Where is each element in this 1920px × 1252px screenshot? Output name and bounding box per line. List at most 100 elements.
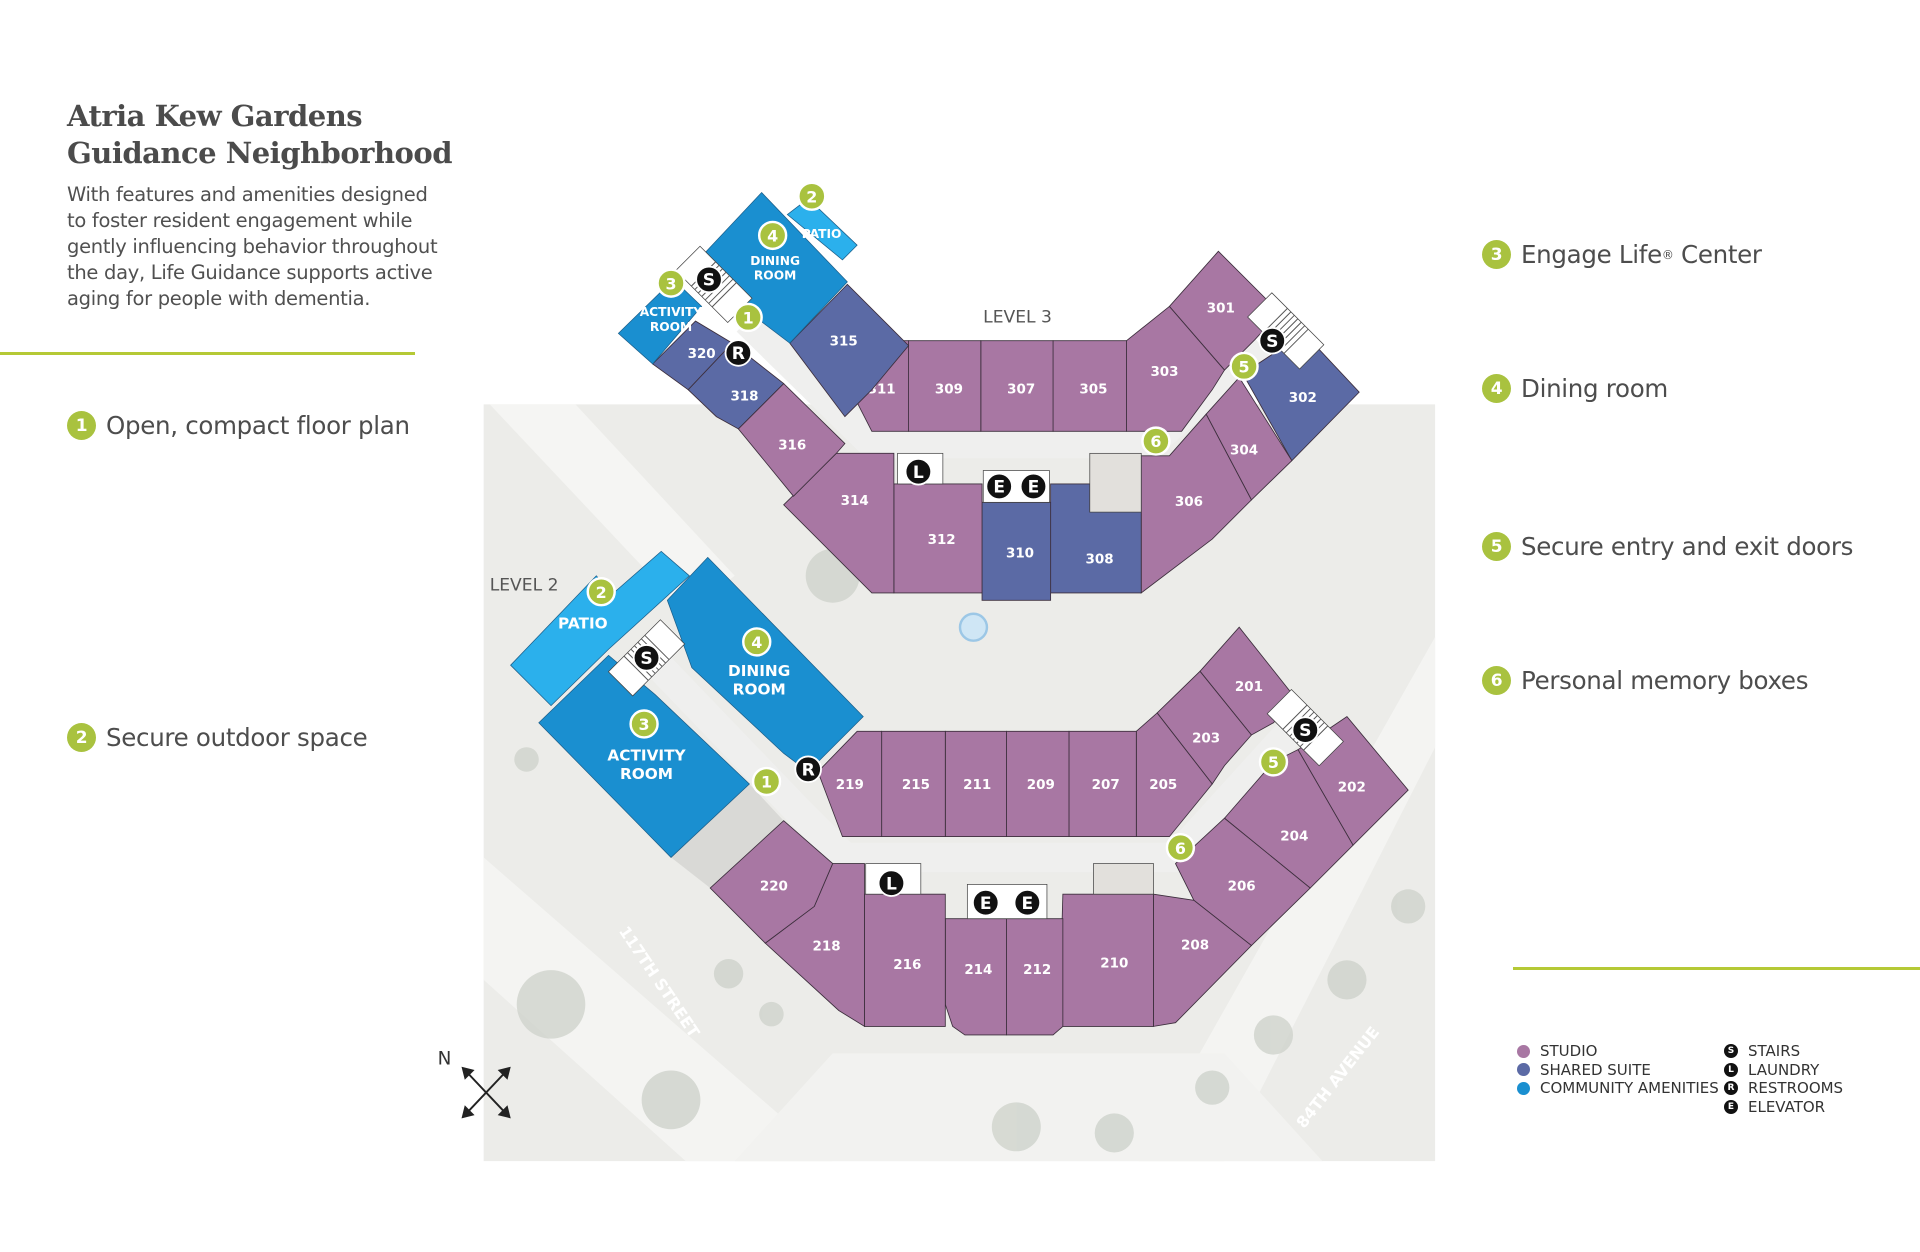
elevator-icon: E xyxy=(971,888,1000,917)
room-number-label: 211 xyxy=(963,778,991,793)
room-number-label: 310 xyxy=(1006,546,1034,561)
amenity-label: ROOM xyxy=(733,681,786,699)
svg-text:6: 6 xyxy=(1175,839,1186,858)
stairs-icon: S xyxy=(695,265,723,294)
feature-marker-1[interactable]: 1 xyxy=(733,302,763,333)
feature-marker-5[interactable]: 5 xyxy=(1258,747,1289,777)
room-number-label: 216 xyxy=(893,958,921,973)
amenity-label: ROOM xyxy=(620,765,673,783)
feature-marker-4[interactable]: 4 xyxy=(742,627,772,657)
room-number-label: 312 xyxy=(928,533,956,548)
amenity-label: DINING xyxy=(728,662,790,680)
feature-marker-3[interactable]: 3 xyxy=(656,268,686,298)
feature-marker-6[interactable]: 6 xyxy=(1165,832,1196,863)
legend-label: SHARED SUITE xyxy=(1540,1060,1651,1079)
room-number-label: 303 xyxy=(1150,365,1178,380)
room-number-label: 318 xyxy=(730,390,758,405)
legend-label: LAUNDRY xyxy=(1748,1060,1820,1079)
svg-text:5: 5 xyxy=(1268,753,1279,772)
room-number-label: 210 xyxy=(1100,957,1128,972)
description: With features and amenities designed to … xyxy=(67,183,438,310)
svg-text:E: E xyxy=(993,478,1005,498)
room-220[interactable] xyxy=(709,820,834,944)
svg-text:S: S xyxy=(1299,721,1311,741)
room-number-label: 305 xyxy=(1079,382,1107,397)
room-number-label: 215 xyxy=(902,778,930,793)
title-line-1: Atria Kew Gardens xyxy=(67,99,363,133)
svg-text:5: 5 xyxy=(1239,358,1250,377)
elevator-icon: E xyxy=(1013,888,1042,917)
stairs-icon: S xyxy=(632,644,661,672)
compass: N xyxy=(438,1048,511,1119)
svg-text:2: 2 xyxy=(596,583,607,602)
feature-marker-1[interactable]: 1 xyxy=(751,766,782,797)
amenity-label: ROOM xyxy=(650,320,692,334)
feature-label: Engage Life xyxy=(1521,240,1662,269)
l2-activity-room[interactable] xyxy=(538,654,750,858)
elevator-icon: E xyxy=(985,472,1013,501)
legend-label: ELEVATOR xyxy=(1748,1097,1826,1116)
svg-text:R: R xyxy=(732,344,745,364)
room-number-label: 214 xyxy=(964,963,992,978)
shared-suite-swatch-icon xyxy=(1517,1063,1530,1077)
svg-text:R: R xyxy=(802,760,815,780)
feature-4: 4 Dining room xyxy=(1482,374,1668,403)
feature-number-badge: 6 xyxy=(1482,666,1511,695)
feature-label: Secure outdoor space xyxy=(106,723,368,752)
feature-6: 6 Personal memory boxes xyxy=(1482,666,1808,695)
legend-shared-suite: SHARED SUITE xyxy=(1517,1061,1719,1080)
feature-number-badge: 1 xyxy=(67,411,96,440)
community-swatch-icon xyxy=(1517,1081,1530,1095)
feature-marker-4[interactable]: 4 xyxy=(757,220,788,251)
compass-arrows-icon xyxy=(461,1066,511,1119)
legend-label: COMMUNITY AMENITIES xyxy=(1540,1079,1719,1097)
room-number-label: 218 xyxy=(812,939,840,954)
service-box xyxy=(1089,452,1142,513)
feature-marker-5[interactable]: 5 xyxy=(1229,351,1259,382)
svg-text:3: 3 xyxy=(639,715,650,734)
page-title: Atria Kew Gardens Guidance Neighborhood xyxy=(67,98,453,172)
feature-marker-3[interactable]: 3 xyxy=(629,709,659,739)
room-number-label: 302 xyxy=(1289,391,1317,406)
stairs-icon: S xyxy=(1291,716,1320,744)
amenity-label: DINING xyxy=(750,254,800,268)
legend-community: COMMUNITY AMENITIES xyxy=(1517,1079,1719,1098)
feature-5: 5 Secure entry and exit doors xyxy=(1482,532,1853,561)
feature-label: Open, compact floor plan xyxy=(106,411,410,440)
legend-studio: STUDIO xyxy=(1517,1042,1719,1061)
feature-number-badge: 4 xyxy=(1482,374,1511,403)
feature-marker-2[interactable]: 2 xyxy=(586,577,616,607)
svg-text:1: 1 xyxy=(743,309,754,328)
feature-marker-2[interactable]: 2 xyxy=(797,181,827,211)
room-number-label: 219 xyxy=(836,778,864,793)
divider-left xyxy=(0,352,415,355)
room-number-label: 309 xyxy=(935,382,963,397)
level-2-label: LEVEL 2 xyxy=(490,575,559,595)
room-number-label: 320 xyxy=(688,347,716,362)
legend-room-types: STUDIO SHARED SUITE COMMUNITY AMENITIES xyxy=(1517,1042,1719,1098)
room-number-label: 316 xyxy=(778,439,806,454)
room-219[interactable] xyxy=(817,730,883,838)
legend-label: RESTROOMS xyxy=(1748,1079,1844,1097)
feature-label: Dining room xyxy=(1521,374,1668,403)
room-number-label: 315 xyxy=(830,335,858,350)
svg-text:E: E xyxy=(980,894,992,914)
svg-text:4: 4 xyxy=(751,633,762,652)
room-315[interactable] xyxy=(789,283,910,418)
room-number-label: 220 xyxy=(760,879,788,894)
feature-number-badge: 3 xyxy=(1482,240,1511,269)
amenity-label: ACTIVITY xyxy=(607,747,686,765)
l3-activity-room[interactable] xyxy=(617,278,703,365)
restrooms-icon: R xyxy=(1724,1081,1738,1096)
compass-north-label: N xyxy=(438,1048,452,1069)
feature-marker-6[interactable]: 6 xyxy=(1141,426,1171,456)
room-206[interactable] xyxy=(1174,817,1311,947)
legend-label: STAIRS xyxy=(1748,1042,1801,1060)
room-number-label: 301 xyxy=(1207,302,1235,317)
restrooms-icon: R xyxy=(794,755,822,784)
feature-number-badge: 5 xyxy=(1482,532,1511,561)
room-number-label: 208 xyxy=(1181,938,1209,953)
level-2-plan: 2012022032042052062072082092102112122142… xyxy=(510,550,1409,1036)
